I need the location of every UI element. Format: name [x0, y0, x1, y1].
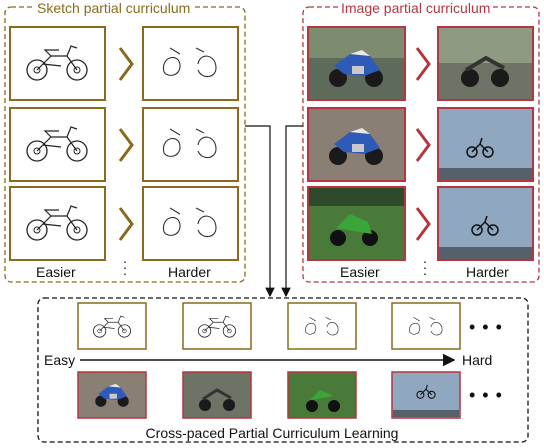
sketch-hard-1 — [142, 26, 239, 101]
hard-label: Hard — [462, 352, 493, 368]
sketch-row-2 — [9, 107, 239, 182]
sketch-easy-2 — [9, 107, 106, 182]
sketch-harder-label: Harder — [168, 264, 211, 280]
bottom-sketch-sequence — [77, 302, 461, 350]
chevron-right-icon — [415, 47, 431, 81]
chevron-right-icon — [118, 128, 134, 162]
sketch-more-rows-ellipsis: ··· — [122, 253, 128, 281]
sketch-hard-2 — [142, 107, 239, 182]
image-row-2 — [307, 107, 534, 182]
sketch-easy-1 — [9, 26, 106, 101]
sketch-hard-3 — [142, 186, 239, 261]
bottom-panel-frame — [37, 297, 529, 443]
sketch-easier-label: Easier — [36, 264, 76, 280]
chevron-right-icon — [415, 128, 431, 162]
bottom-sketch-1 — [77, 302, 147, 350]
sketch-row-1 — [9, 26, 239, 101]
bottom-sketch-3 — [287, 302, 357, 350]
image-panel-title: Image partial curriculum — [338, 0, 494, 16]
chevron-right-icon — [415, 207, 431, 241]
image-easier-label: Easier — [340, 264, 380, 280]
bottom-photo-1 — [77, 371, 147, 419]
bottom-photo-2 — [182, 371, 252, 419]
sketch-to-bottom-arrow — [245, 125, 275, 298]
image-more-rows-ellipsis: ··· — [422, 253, 428, 281]
sketch-easy-3 — [9, 186, 106, 261]
sketch-sequence-ellipsis: • • • — [469, 317, 503, 337]
easy-label: Easy — [44, 352, 76, 368]
image-row-1 — [307, 26, 534, 101]
image-row-3 — [307, 186, 534, 261]
image-to-bottom-arrow — [281, 125, 303, 298]
chevron-right-icon — [118, 207, 134, 241]
image-harder-label: Harder — [466, 264, 509, 280]
bottom-photo-sequence — [77, 371, 461, 419]
bottom-panel-title: Cross-paced Partial Curriculum Learning — [145, 425, 399, 441]
sketch-panel-title: Sketch partial curriculum — [34, 0, 194, 16]
bottom-sketch-4 — [391, 302, 461, 350]
photo-sequence-ellipsis: • • • — [469, 385, 503, 405]
bottom-sketch-2 — [182, 302, 252, 350]
chevron-right-icon — [118, 47, 134, 81]
sketch-row-3 — [9, 186, 239, 261]
